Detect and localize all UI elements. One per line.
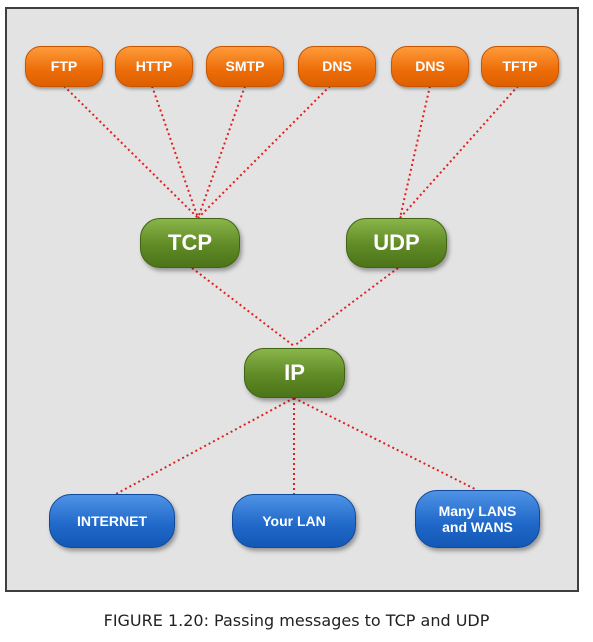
many-lans-wans-node: Many LANS and WANS <box>415 490 540 548</box>
protocol-node-dns-udp: DNS <box>391 46 469 87</box>
tcp-node: TCP <box>140 218 240 268</box>
ip-node: IP <box>244 348 345 398</box>
link-tftp-udp <box>399 85 519 219</box>
link-http-tcp <box>151 85 199 219</box>
link-ip-wans <box>293 397 478 491</box>
your-lan-node: Your LAN <box>232 494 356 548</box>
protocol-node-tftp: TFTP <box>481 46 559 87</box>
link-smtp-tcp <box>197 85 246 219</box>
link-ftp-tcp <box>63 85 199 219</box>
figure-caption: FIGURE 1.20: Passing messages to TCP and… <box>103 611 490 630</box>
link-tcp-ip <box>191 267 295 347</box>
link-dns1-tcp <box>197 85 331 219</box>
link-ip-internet <box>115 397 295 495</box>
protocol-node-http: HTTP <box>115 46 193 87</box>
protocol-node-dns-tcp: DNS <box>298 46 376 87</box>
link-udp-ip <box>293 267 399 347</box>
udp-node: UDP <box>346 218 447 268</box>
link-dns2-udp <box>399 85 431 219</box>
protocol-node-smtp: SMTP <box>206 46 284 87</box>
internet-node: INTERNET <box>49 494 175 548</box>
protocol-node-ftp: FTP <box>25 46 103 87</box>
